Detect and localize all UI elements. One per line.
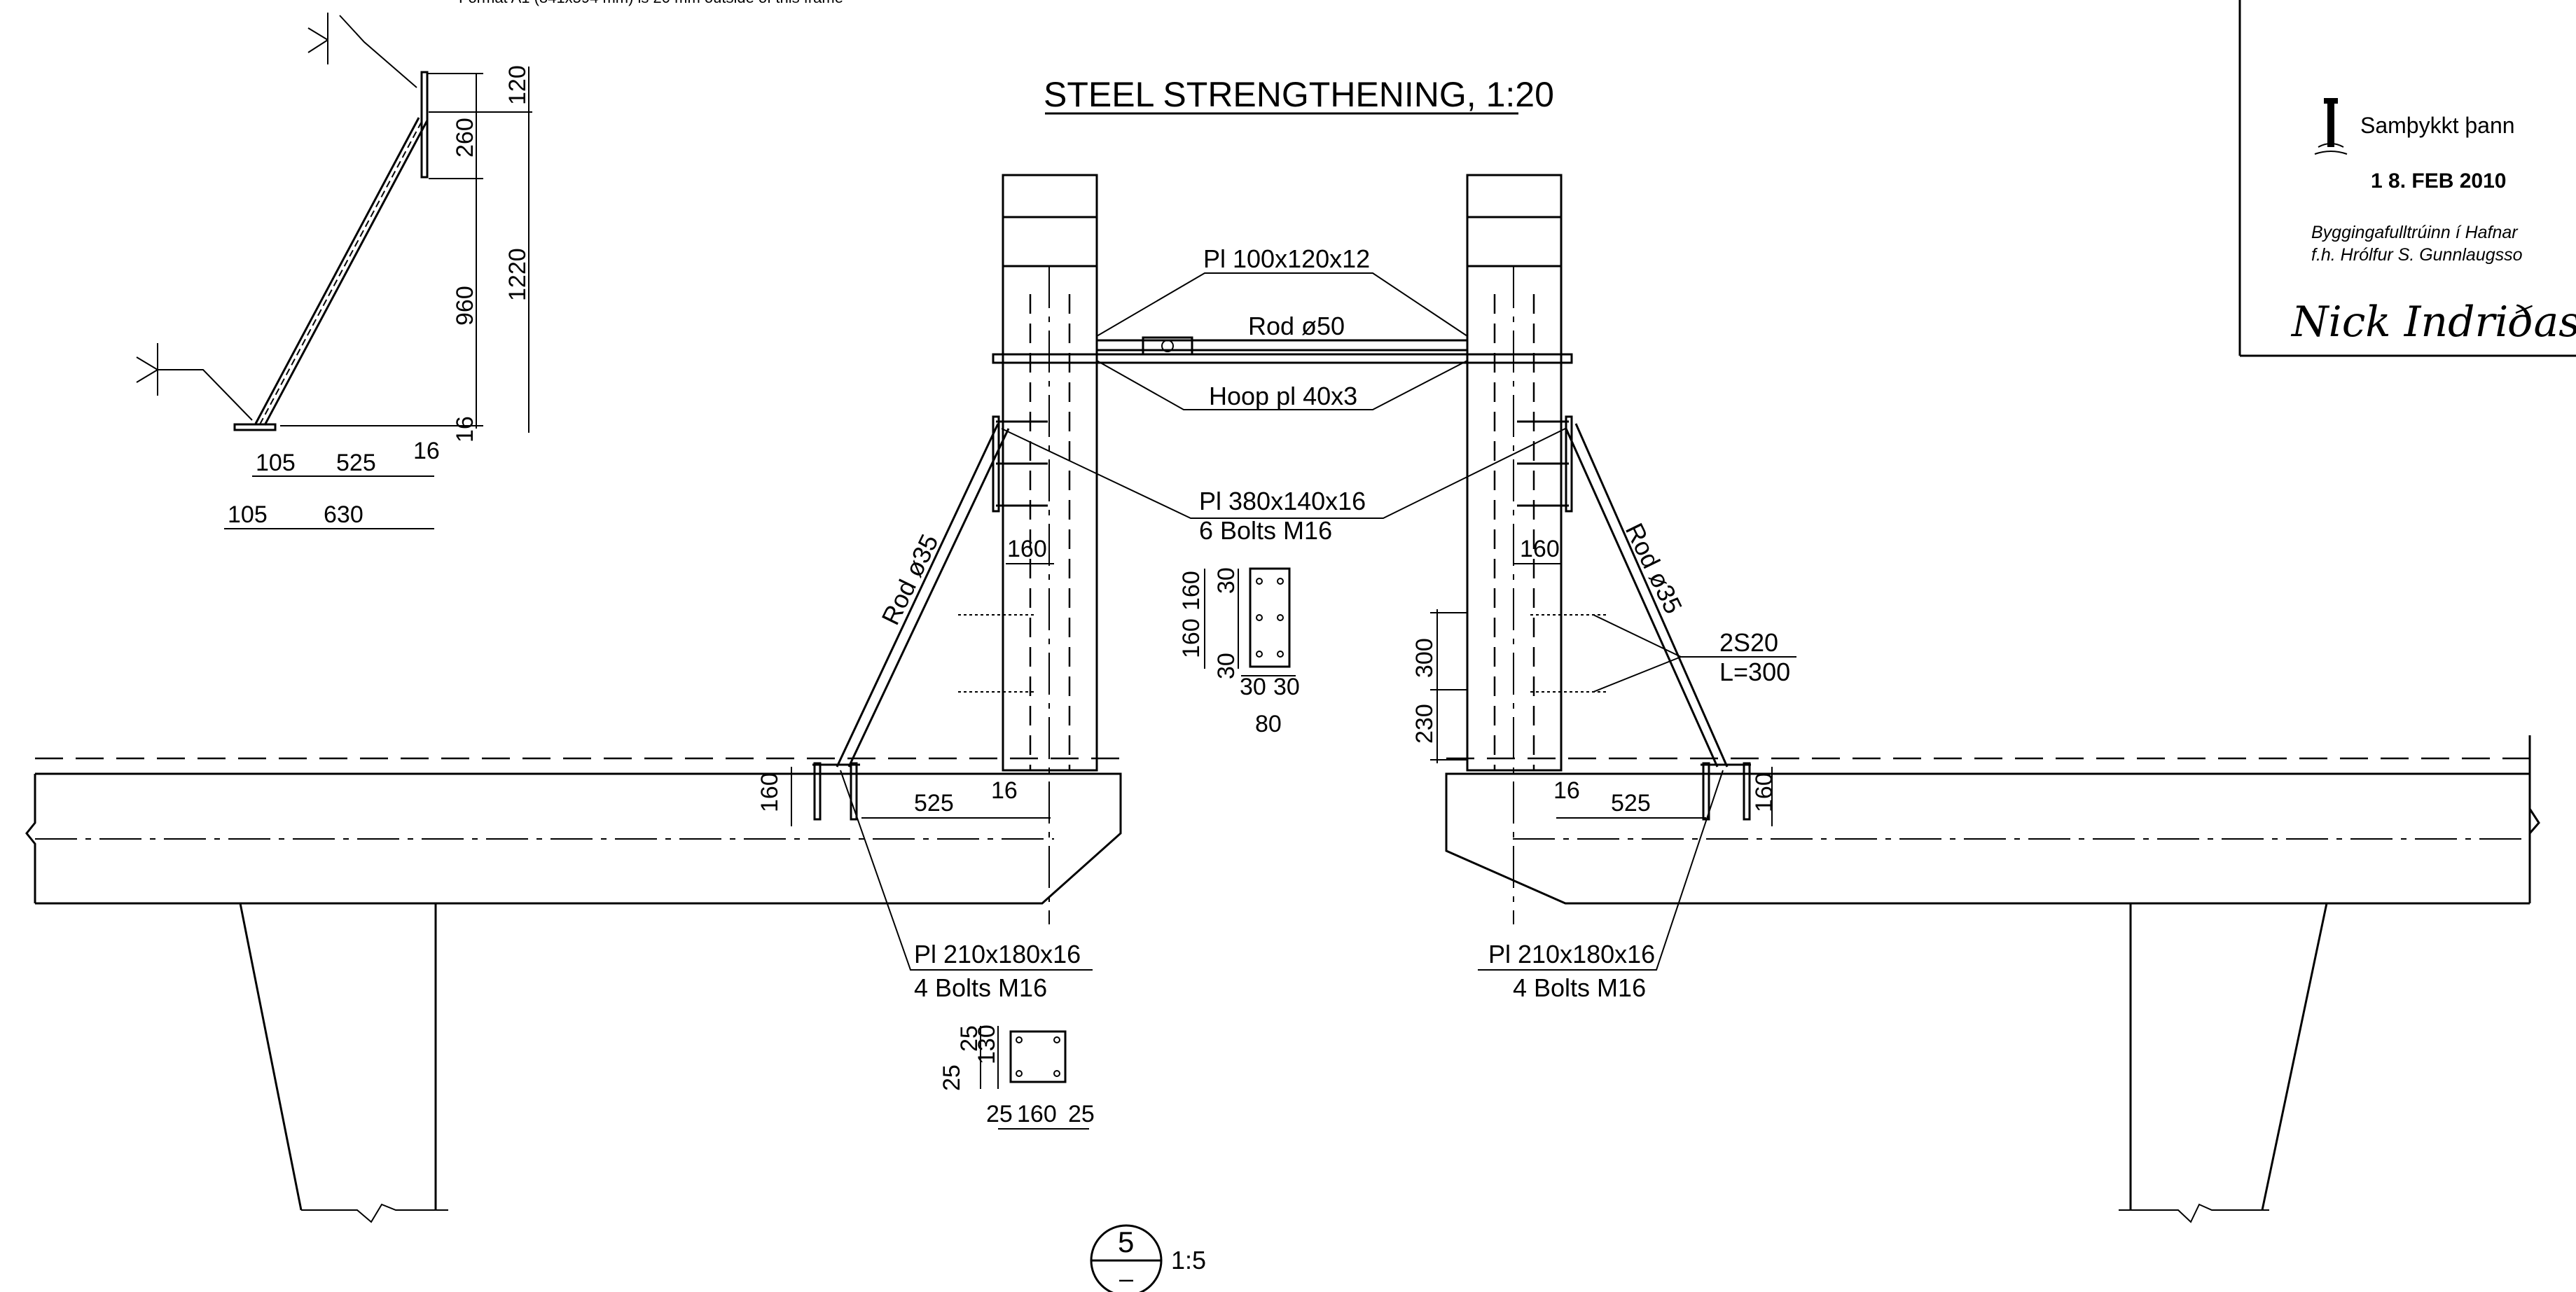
label-pl-mid: Pl 380x140x16	[1199, 487, 1366, 515]
dim-mid-30-d: 30	[1273, 674, 1300, 700]
dim-bottom-130: 130	[974, 1024, 1000, 1064]
approval-stamp: Samþykkt þann 1 8. FEB 2010 Byggingafull…	[2238, 0, 2576, 357]
detail-number: 5	[1118, 1225, 1134, 1258]
dim-bottom-25-a: 25	[956, 1025, 983, 1052]
dim-105-a: 105	[256, 450, 296, 476]
dim-mid-30-a: 30	[1213, 567, 1240, 594]
dim-230: 230	[1411, 704, 1438, 744]
stamp-line4: f.h. Hrólfur S. Gunnlaugsso	[2311, 245, 2523, 265]
stamp-date: 1 8. FEB 2010	[2371, 169, 2506, 193]
dim-16-a: 16	[413, 438, 440, 464]
label-hoop: Hoop pl 40x3	[1209, 382, 1357, 410]
format-note: Format A1 (841x594 mm) is 20 mm outside …	[459, 0, 843, 6]
weld-arrow-bottom	[158, 369, 253, 421]
label-bolts-bottom-right: 4 Bolts M16	[1513, 973, 1646, 1002]
dim-260: 260	[452, 118, 478, 158]
diagonal-rod-left: Rod ø35	[836, 423, 1010, 767]
dim-105-b: 105	[228, 501, 268, 528]
column-left: 160	[958, 174, 1098, 924]
dim-120: 120	[504, 65, 531, 105]
dim-525-a: 525	[336, 450, 376, 476]
column-right: 160 300 230	[1411, 174, 1607, 924]
dim-deck-left-16: 16	[991, 777, 1018, 804]
dim-960: 960	[452, 286, 478, 326]
diagonal-rod-right: Rod ø35	[1565, 423, 1729, 767]
stamp-logo-icon	[2314, 98, 2348, 155]
dim-mid-80: 80	[1255, 711, 1282, 737]
detail-marker: 5 – 1:5	[1090, 1224, 1206, 1292]
dim-bottom-160: 160	[1017, 1101, 1057, 1127]
stamp-line3: Byggingafulltrúinn í Hafnar	[2311, 223, 2519, 242]
dim-col-left-160: 160	[1007, 536, 1047, 562]
detail-sheet: –	[1119, 1264, 1133, 1292]
dim-deck-right-16: 16	[1553, 777, 1580, 804]
plate-mid-detail: 160 160 30 30 30 30 80	[1178, 567, 1300, 737]
label-pl-bottom-left: Pl 210x180x16	[914, 940, 1081, 968]
label-rod-top: Rod ø50	[1248, 312, 1345, 340]
weld-arrow-top	[339, 15, 417, 88]
leaders-bottom	[840, 770, 1724, 971]
dim-mid-30-c: 30	[1240, 674, 1266, 700]
side-view-detail: 120 260 1220 960 16 105 525 16 105 630	[136, 13, 532, 529]
dim-bottom-25-b: 25	[939, 1064, 965, 1091]
dim-mid-160-b: 160	[1178, 618, 1205, 658]
dim-col-right-160: 160	[1520, 536, 1560, 562]
dim-deck-right-160: 160	[1751, 772, 1778, 812]
label-pl-top: Pl 100x120x12	[1203, 244, 1370, 273]
title-text: STEEL STRENGTHENING, 1:20	[1044, 75, 1554, 114]
dim-1220: 1220	[504, 248, 531, 301]
dim-630: 630	[324, 501, 363, 528]
dim-deck-right-525: 525	[1611, 790, 1651, 817]
dim-bottom-25-c: 25	[986, 1101, 1013, 1127]
dim-deck-left-160: 160	[756, 772, 783, 812]
label-rebar-len: L=300	[1719, 658, 1790, 686]
drawing-title: STEEL STRENGTHENING, 1:20	[1044, 75, 1554, 115]
deck-right: 16 525 160	[1445, 735, 2540, 1223]
dim-300: 300	[1411, 638, 1438, 678]
leaders-top	[1001, 272, 1566, 519]
dim-16-vert: 16	[452, 416, 478, 443]
stamp-line1: Samþykkt þann	[2360, 113, 2515, 138]
dim-deck-left-525: 525	[914, 790, 954, 817]
label-pl-bottom-right: Pl 210x180x16	[1488, 940, 1655, 968]
dim-bottom-25-d: 25	[1068, 1101, 1095, 1127]
plate-bottom-detail: 25 130 25 25 160 25	[939, 1024, 1095, 1130]
dim-mid-30-b: 30	[1213, 653, 1240, 679]
label-rod-left: Rod ø35	[875, 529, 943, 629]
label-bolts-bottom-left: 4 Bolts M16	[914, 973, 1047, 1002]
label-bolts-mid: 6 Bolts M16	[1199, 516, 1332, 545]
dim-mid-160-a: 160	[1178, 571, 1205, 611]
stamp-signature: Nick Indriðason	[2290, 298, 2576, 347]
deck-left: 160 525 16	[25, 757, 1122, 1223]
top-tie-rod	[992, 329, 1573, 371]
rebar-callout: 2S20 L=300	[1593, 614, 1796, 693]
detail-scale: 1:5	[1171, 1246, 1206, 1274]
label-rebar: 2S20	[1719, 628, 1778, 657]
